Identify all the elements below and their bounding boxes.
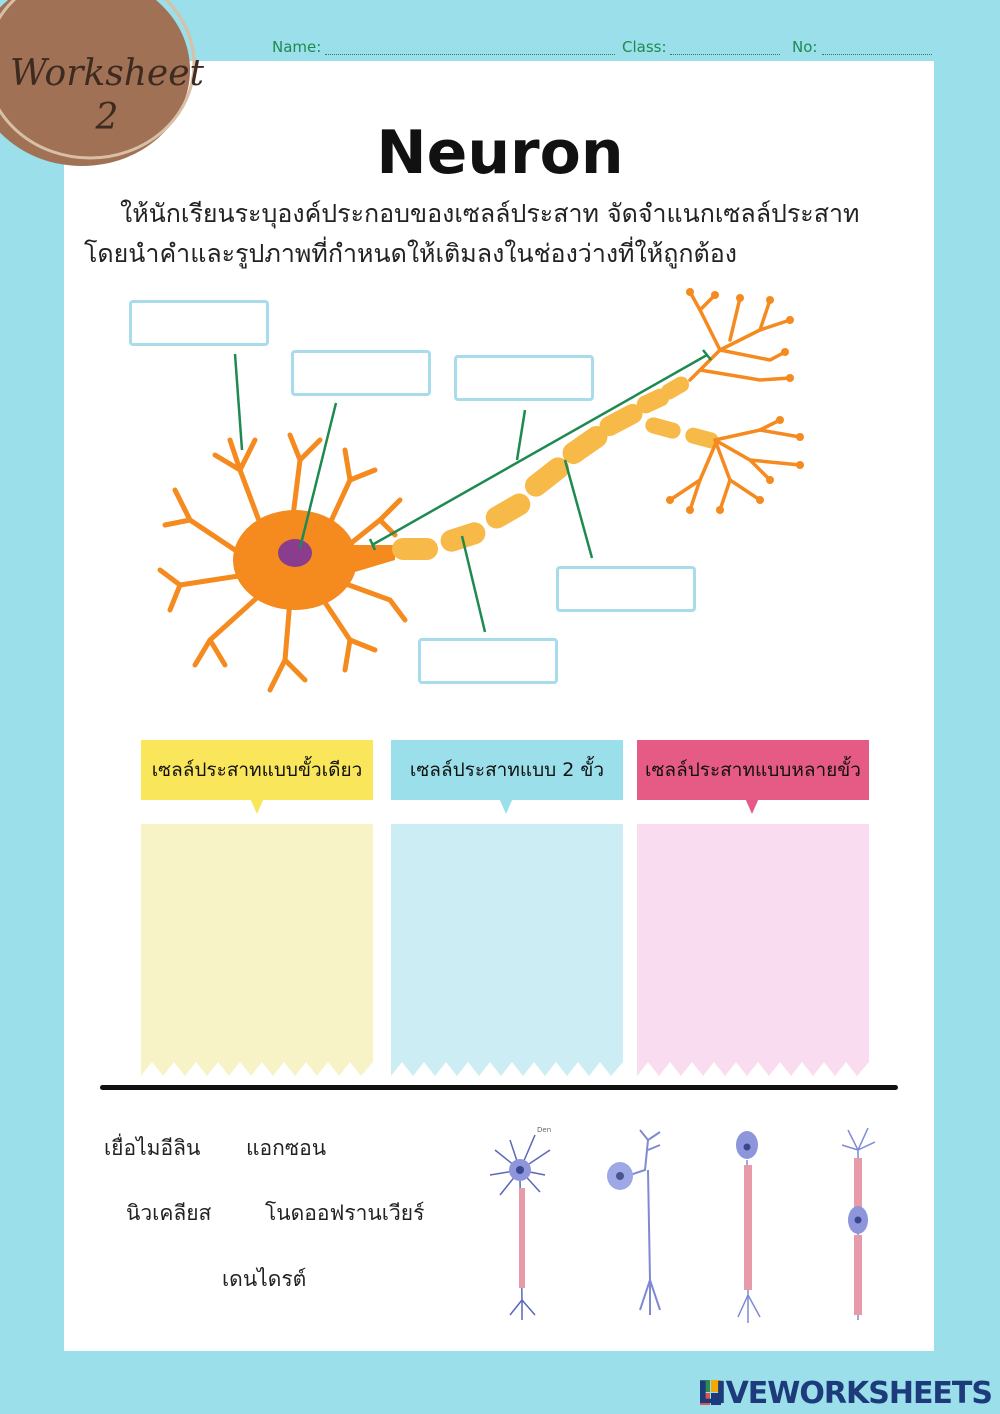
instruction-line1: ให้นักเรียนระบุองค์ประกอบของเซลล์ประสาท … <box>120 199 860 228</box>
multipolar-neuron-image[interactable]: Den <box>480 1120 600 1330</box>
zone-zigzag-edges <box>141 1062 869 1082</box>
label-box-1[interactable] <box>129 300 269 346</box>
name-label: Name: <box>272 38 322 56</box>
instruction-line2: โดยนำคำและรูปภาพที่กำหนดให้เติมลงในช่องว… <box>84 239 737 268</box>
pseudounipolar-neuron-image[interactable] <box>720 1125 780 1330</box>
class-label: Class: <box>622 38 667 56</box>
footer-brand: LIVEWORKSHEETS <box>697 1376 993 1411</box>
word-dendrite[interactable]: เดนไดรต์ <box>222 1267 307 1291</box>
category-pointers <box>250 798 759 814</box>
nucleus <box>278 539 312 567</box>
word-nucleus[interactable]: นิวเคลียส <box>126 1201 212 1225</box>
badge-line2: 2 <box>95 97 119 138</box>
name-field[interactable] <box>325 54 615 55</box>
neuron-diagram <box>157 288 804 693</box>
label-box-5[interactable] <box>418 638 558 684</box>
page-title: Neuron <box>376 118 624 188</box>
divider-rule <box>100 1085 898 1090</box>
no-field[interactable] <box>822 54 932 55</box>
badge-label: Worksheet 2 <box>0 52 214 140</box>
drop-zone-unipolar[interactable] <box>141 824 373 1080</box>
no-label: No: <box>792 38 818 56</box>
word-myelin[interactable]: เยื่อไมอีลิน <box>104 1136 201 1160</box>
label-box-2[interactable] <box>291 350 431 396</box>
den-label: Den <box>537 1126 551 1134</box>
drop-zone-multipolar[interactable] <box>637 824 869 1080</box>
terminal-buttons <box>666 288 804 514</box>
category-header-multipolar: เซลล์ประสาทแบบหลายขั้ว <box>637 740 869 800</box>
word-axon[interactable]: แอกซอน <box>246 1136 327 1160</box>
drop-zone-bipolar[interactable] <box>391 824 623 1080</box>
liveworksheets-logo-icon <box>700 1380 721 1405</box>
worksheet-page <box>64 61 934 1351</box>
myelin-sheath <box>392 376 719 560</box>
leader-lines <box>233 349 712 633</box>
bipolar-neuron-image[interactable] <box>830 1120 890 1330</box>
word-node-of-ranvier[interactable]: โนดออฟรานเวียร์ <box>265 1201 425 1225</box>
unipolar-neuron-image[interactable] <box>600 1120 680 1330</box>
category-header-unipolar: เซลล์ประสาทแบบขั้วเดียว <box>141 740 373 800</box>
class-field[interactable] <box>670 54 780 55</box>
badge-line1: Worksheet <box>10 53 204 94</box>
label-box-4[interactable] <box>556 566 696 612</box>
category-header-bipolar: เซลล์ประสาทแบบ 2 ขั้ว <box>391 740 623 800</box>
label-box-3[interactable] <box>454 355 594 401</box>
worksheet-badge <box>0 0 196 166</box>
axon-terminals <box>668 290 802 512</box>
